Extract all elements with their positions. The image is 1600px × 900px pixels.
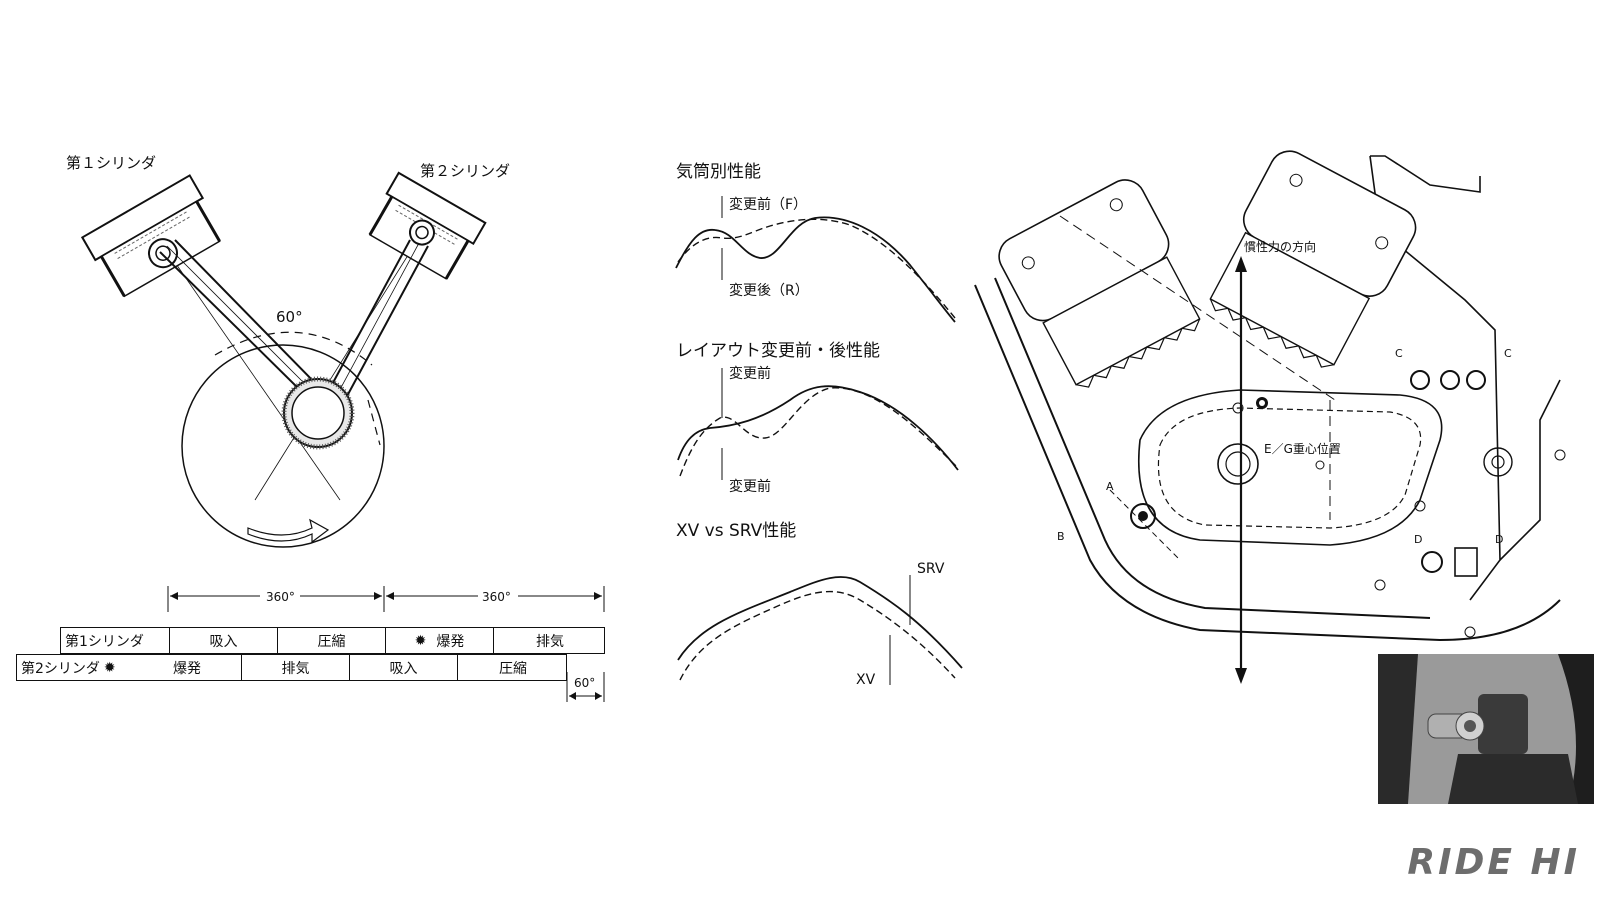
graph-2-label-top: 変更前 — [729, 366, 771, 382]
graph-3-label-xv: XV — [856, 672, 876, 688]
timing-row-cylinder-2: 第2シリンダ ✹ 爆発 排気 吸入 圧縮 — [16, 654, 567, 681]
g2-curve-solid — [677, 385, 959, 471]
dashed-arc-right — [367, 399, 381, 446]
performance-curves — [675, 196, 963, 685]
graph-2-title: レイアウト変更前・後性能 — [676, 341, 880, 361]
stroke-cell: ✹ 爆発 — [385, 628, 493, 653]
g1-curve-dashed — [677, 218, 956, 319]
stroke-cell-text: 爆発 — [436, 633, 465, 650]
g2-curve-dashed — [679, 387, 957, 477]
row-label: 第2シリンダ ✹ — [21, 659, 116, 677]
mount-bolt-d — [1421, 547, 1478, 577]
dimension-360-second: 360° — [482, 590, 511, 604]
graph-1-label-after: 変更後（R） — [729, 283, 809, 299]
dimension-60: 60° — [574, 676, 596, 690]
stroke-cell: 圧縮 — [277, 628, 385, 653]
engine-mount-photo — [1378, 654, 1594, 804]
piston-2 — [368, 171, 487, 280]
stroke-cell: 爆発 — [173, 660, 201, 677]
inertia-direction-label: 慣性力の方向 — [1244, 240, 1317, 254]
timing-row-cylinder-1: 第1シリンダ 吸入 圧縮 ✹ 爆発 排気 — [60, 627, 605, 654]
g3-curve-srv — [677, 576, 963, 669]
graph-3-label-srv: SRV — [917, 561, 945, 577]
mount-bolt-c — [1410, 370, 1486, 390]
row-label: 第1シリンダ — [65, 633, 144, 650]
ignition-icon: ✹ — [414, 632, 427, 649]
engine-frame-layout — [974, 150, 1566, 684]
mark-c-left: C — [1395, 347, 1403, 360]
mark-b: B — [1057, 530, 1065, 543]
graph-1-label-before: 変更前（F） — [729, 197, 808, 213]
graph-2-label-bottom: 変更前 — [729, 479, 771, 495]
mark-d-right: D — [1495, 533, 1504, 546]
g1-curve-solid — [675, 216, 956, 323]
stroke-cell: 吸入 — [169, 628, 277, 653]
g3-curve-xv — [679, 590, 956, 681]
stroke-cell: 排気 — [493, 628, 606, 653]
rotation-arrow — [247, 518, 330, 544]
piston-1 — [80, 174, 221, 298]
mark-c-right: C — [1504, 347, 1512, 360]
ride-hi-logo: RIDE HI — [1407, 842, 1580, 883]
dimension-360-first: 360° — [266, 590, 295, 604]
graph-1-title: 気筒別性能 — [676, 162, 761, 182]
front-cylinder — [998, 179, 1201, 388]
stroke-cell: 圧縮 — [457, 655, 568, 680]
cylinder-2-label: 第２シリンダ — [420, 162, 511, 180]
stroke-cell: 排気 — [241, 655, 349, 680]
vtwin-crank-diagram — [80, 171, 487, 548]
ignition-icon: ✹ — [103, 659, 116, 676]
mount-bolt-a — [1130, 503, 1156, 529]
dashed-arc — [214, 331, 373, 366]
center-of-gravity-icon — [1256, 397, 1268, 409]
cylinder-1-label: 第１シリンダ — [66, 154, 157, 172]
engine-mount-photo-illustration — [1378, 654, 1594, 804]
crank-circle — [181, 344, 385, 548]
mark-d-left: D — [1414, 533, 1423, 546]
v-angle-label: 60° — [276, 308, 303, 326]
frame-downtube — [974, 284, 1561, 642]
frame-backbone — [1370, 155, 1481, 193]
cg-position-label: E／G重心位置 — [1264, 442, 1341, 456]
crankcase — [1138, 389, 1443, 546]
timing-dimension-lines — [167, 586, 605, 702]
mark-a: A — [1106, 480, 1114, 493]
conrod-1 — [159, 239, 321, 391]
stroke-cell: 吸入 — [349, 655, 457, 680]
conrod-2 — [327, 239, 429, 399]
graph-3-title: XV vs SRV性能 — [676, 521, 797, 541]
rear-cylinder — [1209, 150, 1417, 368]
